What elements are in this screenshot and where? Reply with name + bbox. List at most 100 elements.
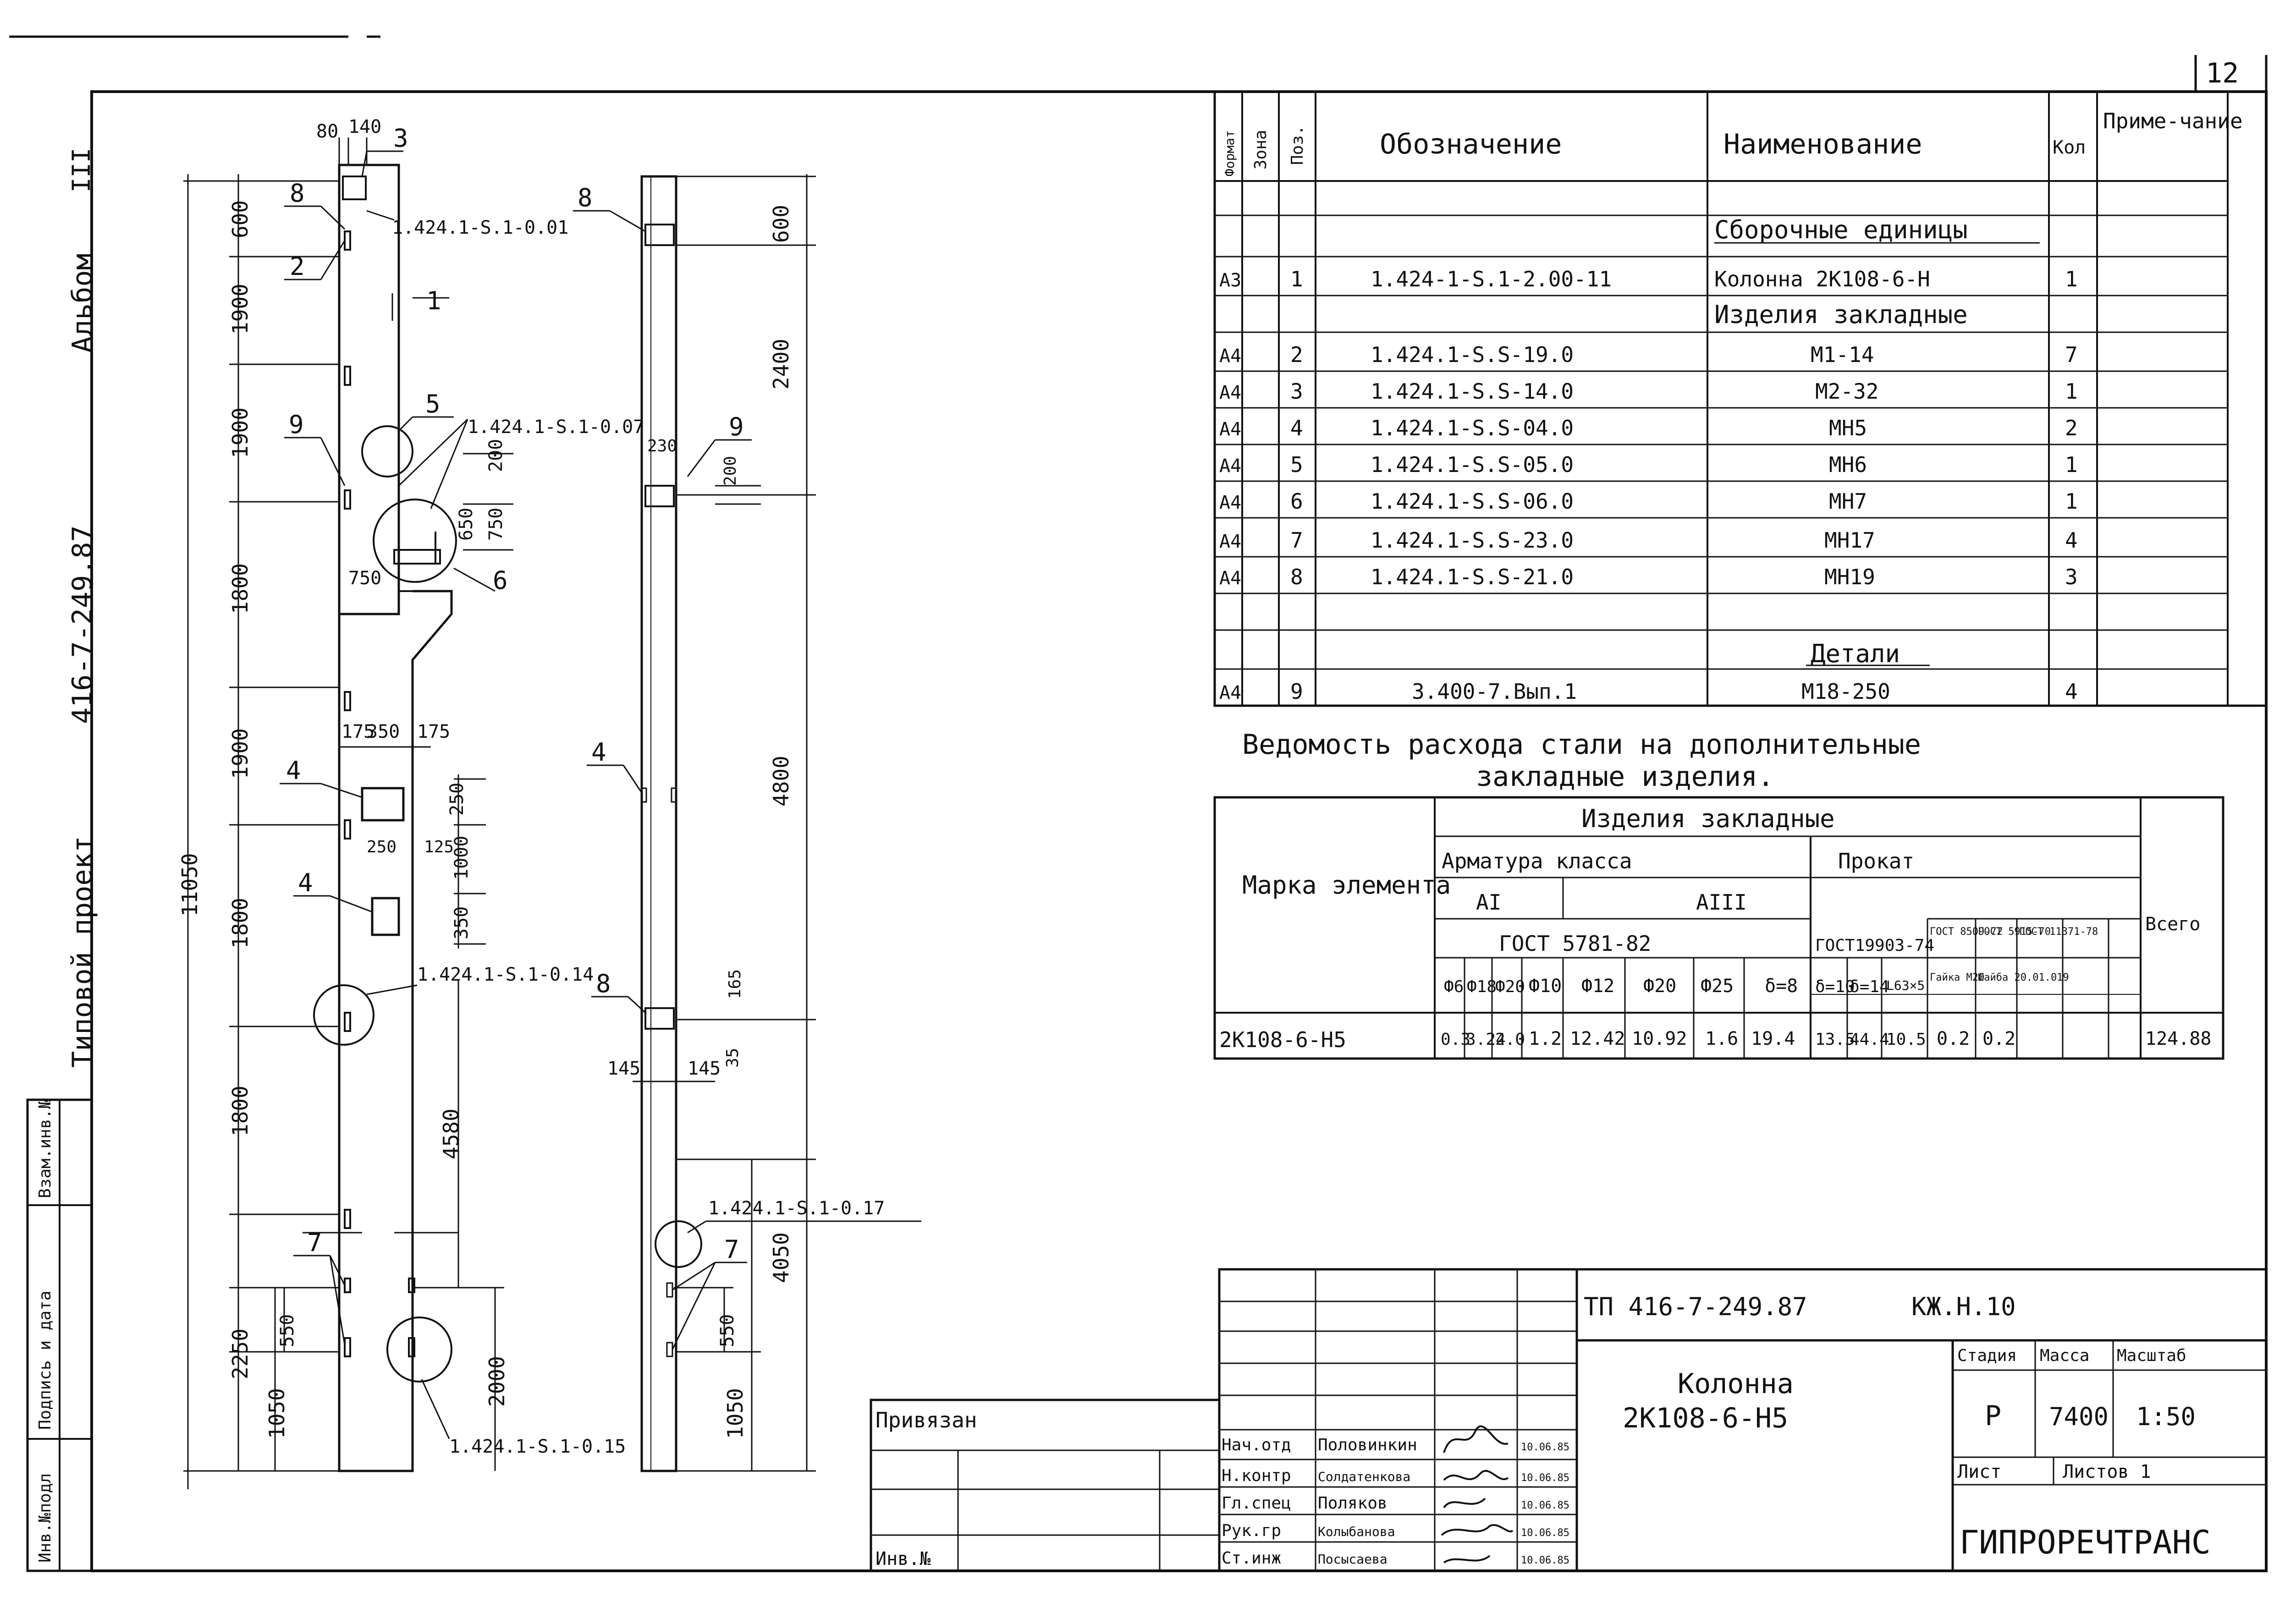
svg-text:ГОСТ 11371-78: ГОСТ 11371-78 (2019, 926, 2098, 938)
side-block: Инв.№подл Подпись и дата Взам.инв.№ (26, 1098, 93, 1572)
side-label-replace: Взам.инв.№ (36, 1099, 55, 1198)
svg-text:А4: А4 (1219, 382, 1241, 403)
svg-text:А4: А4 (1219, 568, 1241, 589)
svg-text:10.06.85: 10.06.85 (1521, 1472, 1569, 1484)
svg-text:1.424.1-S.S-19.0: 1.424.1-S.S-19.0 (1371, 342, 1574, 367)
steel-title-1: Ведомость расхода стали на дополнительны… (1242, 729, 1921, 761)
svg-text:0.2: 0.2 (1982, 1028, 2015, 1049)
svg-text:ГОСТ 8509-72: ГОСТ 8509-72 (1930, 926, 2003, 938)
svg-text:1.424.1-S.S-06.0: 1.424.1-S.S-06.0 (1371, 489, 1574, 514)
svg-text:4: 4 (1290, 416, 1303, 440)
svg-text:4800: 4800 (769, 756, 793, 807)
svg-text:1: 1 (426, 286, 441, 315)
svg-text:7: 7 (2065, 342, 2078, 367)
svg-text:Гл.спец: Гл.спец (1222, 1494, 1291, 1513)
svg-text:АI: АI (1476, 890, 1501, 915)
svg-text:10.06.85: 10.06.85 (1521, 1442, 1569, 1453)
svg-text:А4: А4 (1219, 419, 1241, 440)
svg-text:19.4: 19.4 (1751, 1028, 1795, 1049)
drawing-name-2: 2К108-6-Н5 (1623, 1402, 1788, 1434)
svg-text:145: 145 (688, 1058, 721, 1079)
svg-text:1.6: 1.6 (1705, 1028, 1738, 1049)
svg-text:А4: А4 (1219, 531, 1241, 552)
svg-text:Ф18: Ф18 (1467, 977, 1497, 996)
svg-text:δ=14: δ=14 (1850, 977, 1889, 996)
svg-text:7: 7 (1290, 528, 1303, 553)
svg-text:550: 550 (717, 1314, 738, 1347)
svg-text:1: 1 (1290, 267, 1303, 291)
privyazan-label: Привязан (875, 1408, 977, 1432)
svg-text:А4: А4 (1219, 682, 1241, 703)
svg-text:44.4: 44.4 (1850, 1030, 1889, 1049)
svg-text:δ=8: δ=8 (1765, 976, 1798, 997)
svg-text:9: 9 (729, 412, 744, 441)
svg-text:Стадия: Стадия (1957, 1346, 2017, 1365)
svg-text:4050: 4050 (769, 1232, 793, 1283)
svg-text:Ф20: Ф20 (1643, 976, 1676, 997)
svg-text:Половинкин: Половинкин (1318, 1436, 1417, 1454)
project-code: 416-7-249.87 (66, 526, 99, 724)
svg-text:2400: 2400 (769, 339, 793, 390)
svg-text:250: 250 (446, 783, 468, 816)
svg-text:Изделия закладные: Изделия закладные (1581, 804, 1835, 833)
svg-text:Масса: Масса (2040, 1346, 2089, 1365)
side-label-inv: Инв.№подл (36, 1473, 55, 1563)
svg-text:2250: 2250 (228, 1328, 253, 1379)
svg-text:230: 230 (647, 437, 677, 455)
svg-text:1: 1 (2065, 489, 2078, 514)
svg-text:1.424.1-S.1-0.17: 1.424.1-S.1-0.17 (708, 1198, 885, 1219)
svg-text:Сборочные единицы: Сборочные единицы (1714, 215, 1968, 244)
svg-text:1: 1 (2065, 379, 2078, 404)
svg-text:М18-250: М18-250 (1801, 679, 1890, 704)
svg-text:Шайба 20.01.019: Шайба 20.01.019 (1978, 972, 2069, 983)
svg-text:6: 6 (493, 566, 508, 595)
svg-text:4: 4 (286, 756, 301, 785)
svg-text:750: 750 (348, 568, 381, 589)
svg-text:Лист: Лист (1957, 1461, 2001, 1482)
svg-text:200: 200 (485, 439, 507, 472)
svg-text:МН6: МН6 (1829, 452, 1867, 477)
svg-text:250: 250 (367, 838, 396, 856)
svg-text:4: 4 (298, 868, 313, 897)
svg-text:1050: 1050 (723, 1388, 748, 1439)
svg-text:Наименование: Наименование (1723, 128, 1922, 160)
svg-text:8: 8 (596, 969, 611, 998)
svg-text:10.06.85: 10.06.85 (1521, 1500, 1569, 1511)
svg-text:АIII: АIII (1696, 890, 1747, 915)
svg-text:9: 9 (1290, 679, 1303, 704)
svg-text:3.400-7.Вып.1: 3.400-7.Вып.1 (1412, 679, 1577, 704)
svg-text:0.3: 0.3 (1441, 1030, 1470, 1049)
svg-text:650: 650 (456, 508, 477, 541)
svg-text:8: 8 (290, 179, 305, 208)
dim-total-height: 11050 (177, 853, 202, 916)
svg-text:Поляков: Поляков (1318, 1494, 1388, 1513)
svg-text:А3: А3 (1219, 270, 1241, 291)
svg-text:550: 550 (277, 1314, 298, 1347)
svg-text:600: 600 (769, 205, 793, 243)
svg-text:А4: А4 (1219, 492, 1241, 513)
svg-text:145: 145 (607, 1058, 640, 1079)
svg-text:125: 125 (424, 838, 454, 856)
svg-text:Обозначение: Обозначение (1380, 128, 1562, 160)
svg-text:3.24: 3.24 (1466, 1030, 1506, 1049)
svg-text:Детали: Детали (1811, 639, 1900, 668)
svg-text:1.424.1-S.S-21.0: 1.424.1-S.S-21.0 (1371, 565, 1574, 589)
svg-text:Листов 1: Листов 1 (2063, 1461, 2151, 1482)
svg-text:1.424.1-S.S-05.0: 1.424.1-S.S-05.0 (1371, 452, 1574, 477)
svg-text:Прокат: Прокат (1838, 849, 1914, 873)
svg-text:13.5: 13.5 (1815, 1030, 1855, 1049)
svg-text:3: 3 (1290, 379, 1303, 404)
svg-text:ГОСТ 5915-70: ГОСТ 5915-70 (1978, 926, 2051, 938)
steel-consumption-table: Ведомость расхода стали на дополнительны… (1213, 729, 2224, 1060)
svg-text:2000: 2000 (485, 1356, 509, 1407)
svg-text:2: 2 (2065, 416, 2078, 440)
svg-text:3: 3 (2065, 565, 2078, 589)
svg-text:Ф6: Ф6 (1444, 977, 1464, 996)
svg-text:8: 8 (1290, 565, 1303, 589)
svg-text:М1-14: М1-14 (1811, 342, 1874, 367)
svg-text:1.2: 1.2 (1529, 1028, 1562, 1049)
svg-text:Солдатенкова: Солдатенкова (1318, 1469, 1410, 1484)
svg-text:Ст.инж: Ст.инж (1222, 1549, 1281, 1568)
stage-value: Р (1985, 1400, 2001, 1432)
